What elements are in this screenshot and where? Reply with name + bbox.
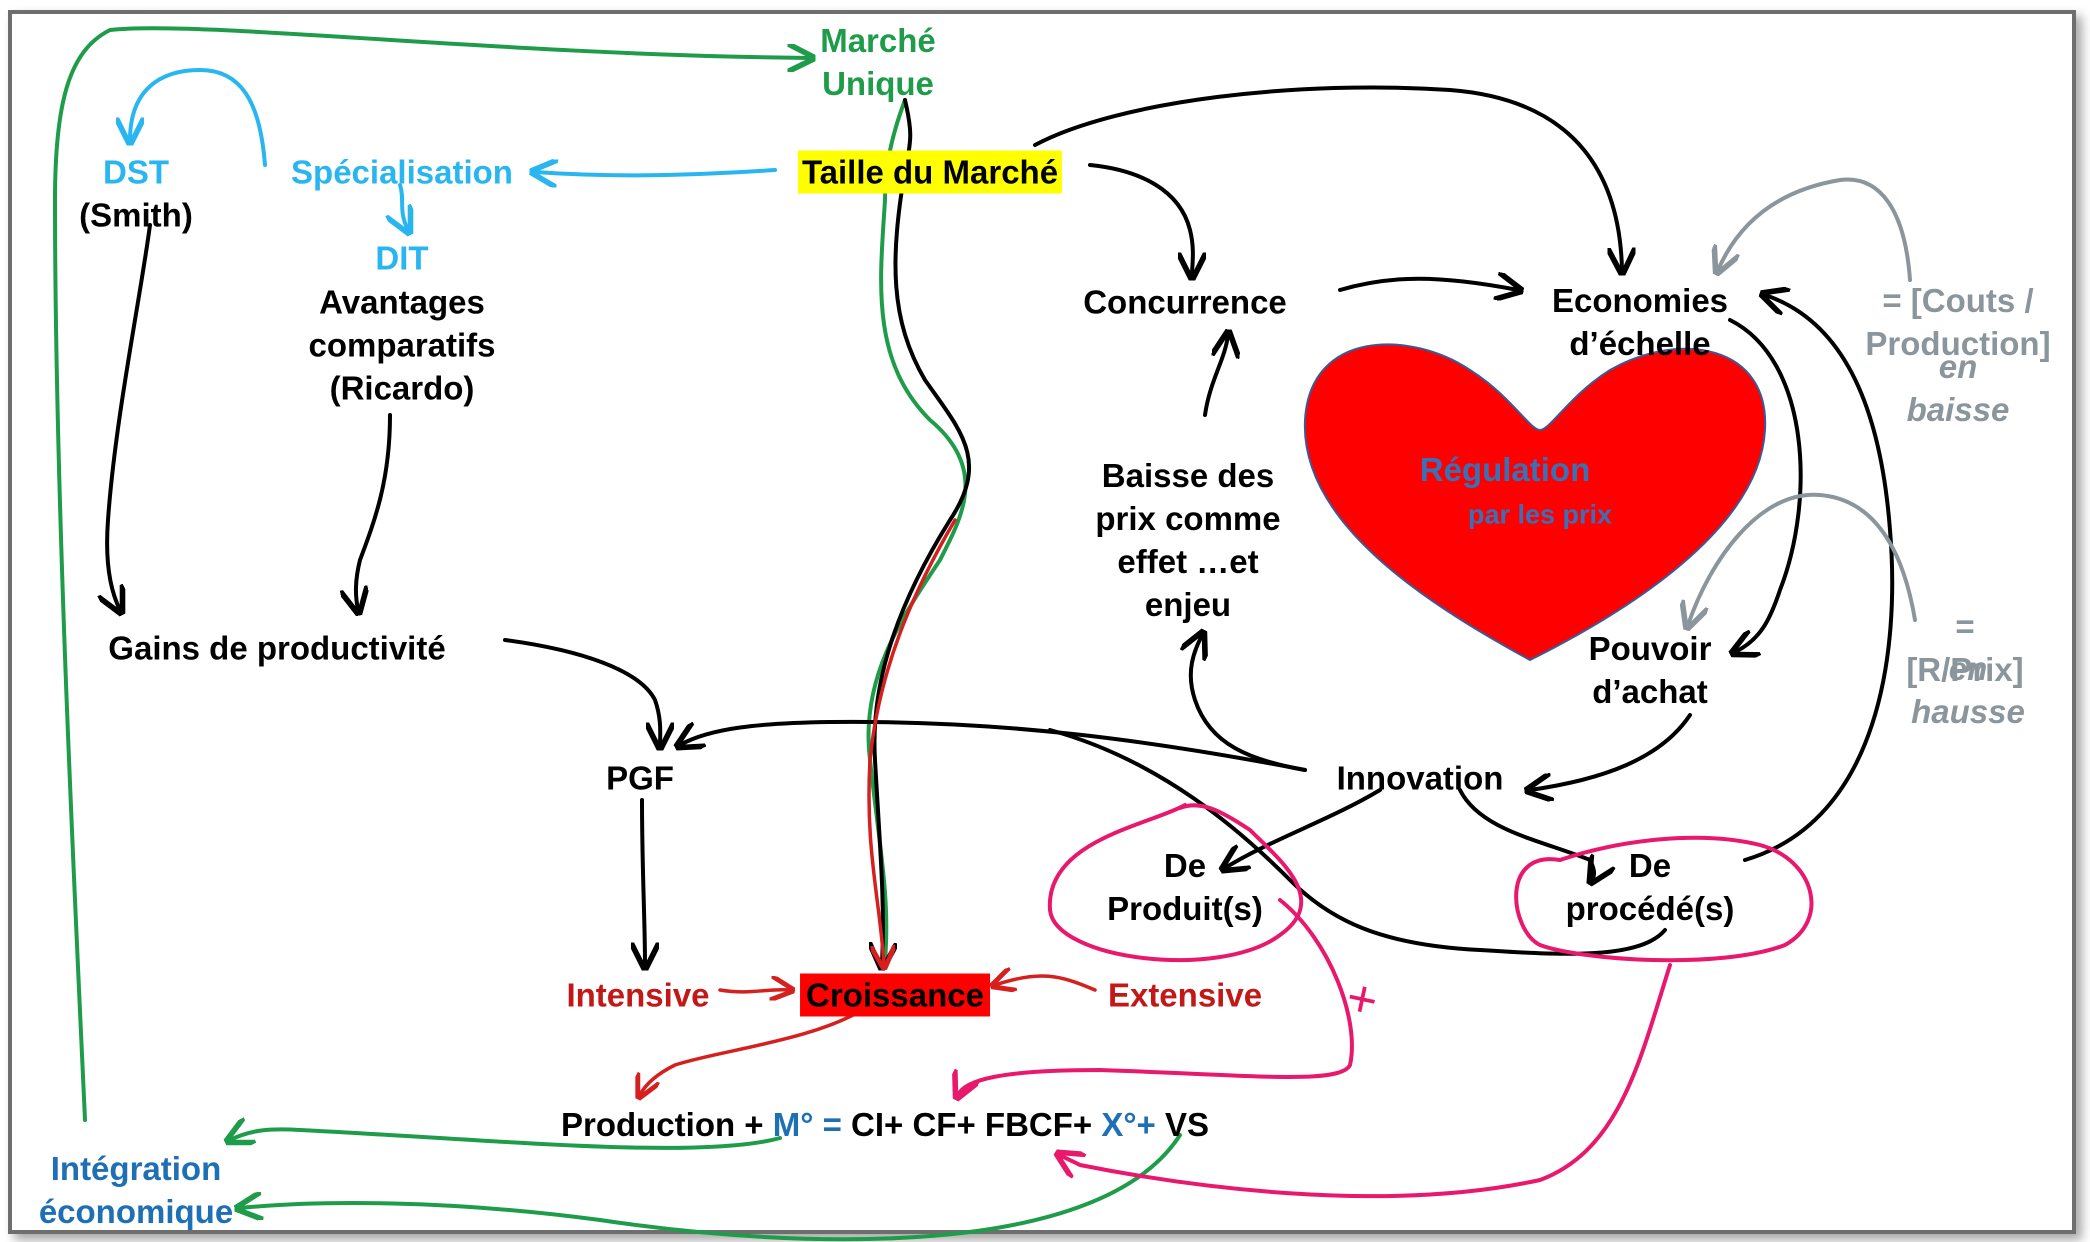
arrow-ricardo-to-gains xyxy=(356,413,392,610)
arrow-croissance-to-production xyxy=(640,1003,872,1095)
heart-subtitle: par les prix xyxy=(1467,499,1613,530)
arrow-specialisation-to-dst xyxy=(130,67,267,167)
arrow-pgf-to-intensive xyxy=(642,798,645,965)
heart-shape xyxy=(1303,343,1767,662)
node-gains-productivite: Gains de productivité xyxy=(108,629,446,667)
node-couts-production: = [Couts / Production] xyxy=(1865,282,2051,362)
arrow-red-marche-to-croissance xyxy=(867,518,957,965)
croissance-text: Croissance xyxy=(800,973,990,1017)
arrow-innovation-to-procedes xyxy=(1458,788,1594,880)
arrow-taille-to-specialisation xyxy=(535,170,777,175)
heart-title: Régulation xyxy=(1419,451,1591,488)
arrow-concurrence-to-economies xyxy=(1338,279,1518,290)
node-couts-trend: en baisse xyxy=(1906,348,2010,428)
node-marche-unique: Marché Unique xyxy=(820,22,936,102)
node-pgf: PGF xyxy=(606,759,674,797)
arrow-economies-to-pouvoir xyxy=(1730,318,1803,652)
taille-marche-text: Taille du Marché xyxy=(797,150,1063,194)
node-specialisation: Spécialisation xyxy=(291,153,513,191)
equation: Production + M° = CI+ CF+ FBCF+ X°+ VS xyxy=(561,1106,1209,1144)
arrow-innovation-to-baisse xyxy=(1191,635,1307,772)
equation-equals: = xyxy=(813,1106,852,1143)
arrow-rprix-to-pouvoir xyxy=(1688,492,1917,625)
node-economies-echelle: Economies d’échelle xyxy=(1551,282,1729,362)
arrow-integration-to-marche-unique xyxy=(52,26,810,1122)
node-de-procedes: De procédé(s) xyxy=(1565,847,1735,927)
node-baisse-des-prix: Baisse des prix comme effet …et enjeu xyxy=(1095,457,1281,623)
node-concurrence: Concurrence xyxy=(1083,283,1287,321)
arrow-innovation-to-produits xyxy=(1225,788,1382,868)
slide-frame xyxy=(8,10,2076,1234)
node-dit: DIT xyxy=(375,239,429,277)
arrow-specialisation-to-dit xyxy=(400,183,408,230)
arrow-marche-unique-to-croissance xyxy=(866,98,968,962)
arrow-produits-to-x xyxy=(958,898,1354,1095)
node-pouvoir-achat: Pouvoir d’achat xyxy=(1588,630,1712,710)
arrow-procedes-to-economies xyxy=(1743,295,1895,862)
equation-production: Production + xyxy=(560,1106,773,1143)
arrow-innovation-to-pgf xyxy=(680,719,1307,772)
loop-de-produits xyxy=(1047,803,1304,963)
node-smith: (Smith) xyxy=(79,196,193,234)
equation-uses: CI+ CF+ FBCF+ xyxy=(851,1106,1102,1143)
node-intensive: Intensive xyxy=(566,976,710,1014)
node-innovation: Innovation xyxy=(1336,759,1504,797)
arrow-procedes-to-x xyxy=(1060,963,1672,1199)
arrow-x-to-integration xyxy=(240,1133,1182,1242)
arrow-intensive-to-croissance xyxy=(718,990,790,992)
node-r-prix: = [R/Prix] xyxy=(1906,608,2024,688)
equation-imports: M° xyxy=(772,1106,814,1143)
node-integration-economique: Intégration économique xyxy=(38,1150,234,1230)
arrow-baisse-to-concurrence xyxy=(1203,335,1228,417)
arrow-taille-to-concurrence xyxy=(1088,163,1193,275)
arrow-couts-to-economies xyxy=(1718,177,1912,282)
arrow-extensive-to-croissance xyxy=(995,976,1097,990)
node-de-produits: De Produit(s) xyxy=(1107,847,1263,927)
node-avantages-comparatifs: Avantages comparatifs (Ricardo) xyxy=(308,283,496,407)
arrow-smith-to-gains xyxy=(107,223,152,610)
node-extensive: Extensive xyxy=(1107,976,1263,1014)
arrow-pouvoir-to-innovation xyxy=(1530,713,1692,790)
node-taille-marche: Taille du Marché xyxy=(797,150,1063,194)
equation-vs: VS xyxy=(1155,1106,1210,1143)
equation-exports: X°+ xyxy=(1101,1106,1156,1143)
node-dst: DST xyxy=(103,153,169,191)
arrow-gains-to-pgf xyxy=(503,638,660,745)
arrow-m-to-integration xyxy=(230,1129,782,1150)
node-croissance: Croissance xyxy=(800,973,990,1017)
loop-de-procedes xyxy=(1514,835,1814,963)
arrow-taille-to-economies xyxy=(1033,85,1622,270)
node-r-prix-trend: en hausse xyxy=(1911,650,2025,730)
